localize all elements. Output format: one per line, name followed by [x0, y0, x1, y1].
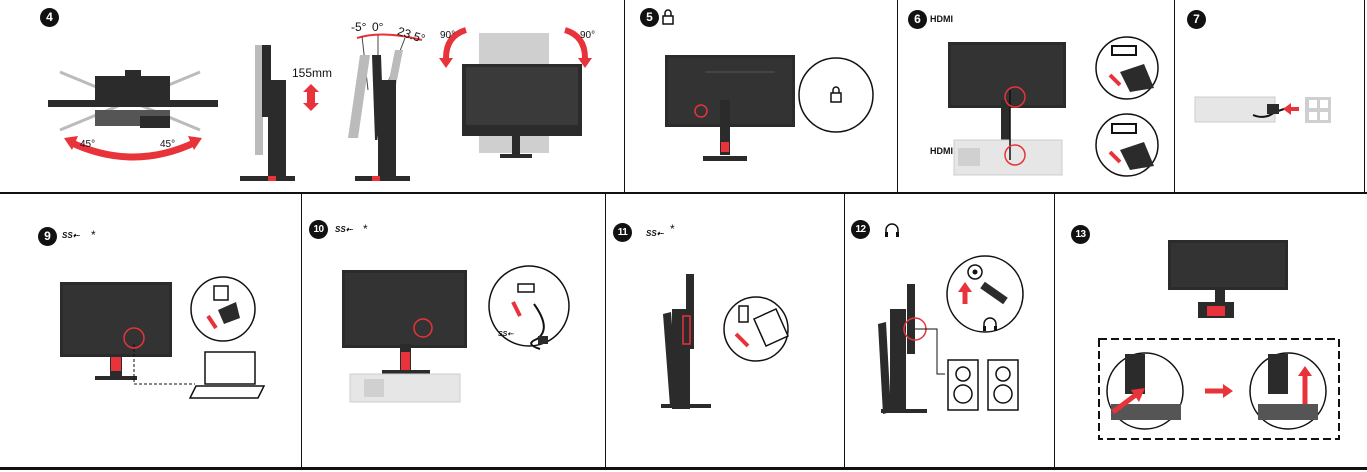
neg-tilt-label: -5° [351, 20, 367, 34]
pivot-left-label: 90° [440, 30, 456, 41]
step-number-badge: 7 [1187, 10, 1206, 29]
step-11-illustration [661, 274, 789, 409]
divider-10-11 [605, 193, 606, 468]
step-4-panel: 4 [0, 0, 624, 192]
step-number-badge: 13 [1071, 225, 1090, 244]
asterisk: * [363, 222, 368, 236]
tilt-side-view [348, 33, 423, 181]
step-number-badge: 6 [908, 10, 927, 29]
step-number-badge: 4 [40, 8, 59, 27]
step-4-illustration [48, 27, 592, 181]
step-number-badge: 9 [38, 227, 57, 246]
step-9-panel: 9 SS⇠ * [0, 194, 301, 467]
step-7-panel: 7 [1175, 0, 1364, 192]
lock-icon [662, 9, 674, 25]
step-11-panel: 11 SS⇠ * [606, 194, 844, 467]
row-divider [0, 192, 1367, 194]
step-number-badge: 5 [640, 8, 659, 27]
step-number-badge: 11 [613, 223, 632, 242]
step-10-illustration [342, 265, 570, 403]
usb-ss-icon-label: SS⇠ [335, 225, 353, 234]
step-number-badge: 12 [851, 220, 870, 239]
step-9-illustration [60, 276, 266, 399]
step-13-illustration [1098, 240, 1340, 440]
asterisk: * [91, 228, 96, 242]
step-7-illustration [1194, 96, 1331, 123]
step-5-panel: 5 [625, 0, 897, 192]
swivel-top-view [48, 70, 218, 161]
step-13-panel: 13 [1055, 194, 1367, 467]
step-12-panel: 12 [845, 194, 1054, 467]
pivot-view [439, 27, 592, 158]
asterisk: * [670, 222, 675, 236]
usb-ss-cable-label: SS⇠ [498, 331, 514, 338]
divider-5-6 [897, 0, 898, 193]
divider-11-12 [844, 193, 845, 468]
step-6-panel: 6 HDMI HDMI [898, 0, 1174, 192]
step-12-illustration [878, 223, 1024, 414]
tilt-right-label: 45° [160, 139, 176, 150]
divider-12-13 [1054, 193, 1055, 468]
headphone-icon [885, 223, 899, 237]
divider-7-edge [1364, 0, 1365, 193]
divider-9-10 [301, 193, 302, 468]
zero-tilt-label: 0° [372, 20, 384, 34]
divider-6-7 [1174, 0, 1175, 193]
headphone-port-icon [983, 317, 997, 331]
height-label: 155mm [292, 66, 333, 80]
height-adjust-side-view [240, 45, 319, 181]
bottom-border [0, 467, 1367, 470]
step-10-panel: 10 SS⇠ * SS⇠ [302, 194, 605, 467]
hdmi-icon-label: HDMI [930, 14, 953, 24]
tilt-left-label: 45° [80, 139, 96, 150]
pivot-right-label: 90° [580, 30, 596, 41]
hdmi-cable-label: HDMI [930, 146, 953, 156]
step-6-illustration [948, 36, 1159, 177]
usb-ss-icon-label: SS⇠ [62, 231, 80, 240]
lock-slot-icon [830, 86, 842, 103]
step-5-illustration [662, 9, 874, 161]
usb-ss-icon-label: SS⇠ [646, 229, 664, 238]
step-number-badge: 10 [309, 220, 328, 239]
divider-4-5 [624, 0, 625, 193]
